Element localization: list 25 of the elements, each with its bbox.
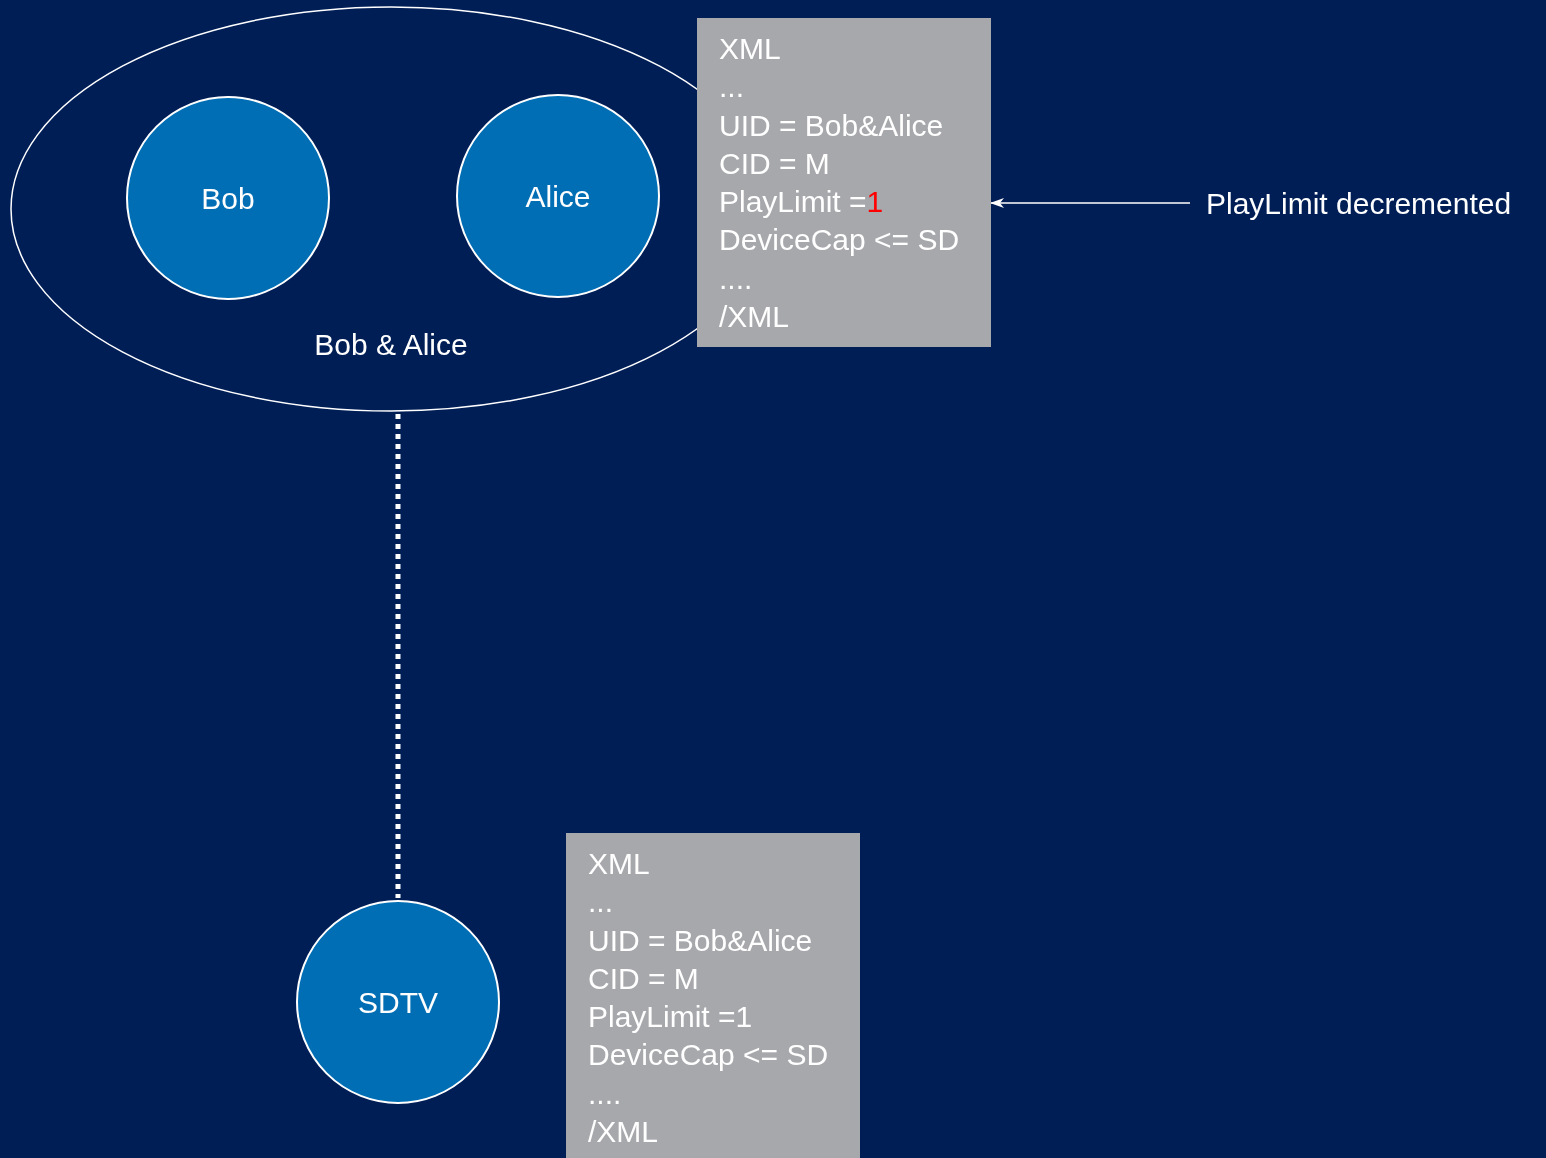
dotted-line: [395, 414, 401, 898]
xml-line: /XML: [588, 1114, 660, 1151]
xml-line: PlayLimit =1: [719, 184, 885, 221]
xml-line: UID = Bob&Alice: [588, 922, 814, 959]
xml-line: DeviceCap <= SD: [719, 222, 961, 259]
xml-box: [566, 833, 860, 1158]
xml-line: ....: [719, 260, 754, 297]
circle-label: Bob: [201, 180, 255, 217]
xml-line: DeviceCap <= SD: [588, 1037, 830, 1074]
xml-line: CID = M: [719, 145, 831, 182]
group-label: Bob & Alice: [313, 327, 469, 363]
xml-line: UID = Bob&Alice: [719, 107, 945, 144]
arrow: [990, 198, 1191, 208]
annotation-text: PlayLimit decremented: [1206, 185, 1512, 222]
circle-label: Alice: [525, 178, 591, 215]
xml-line: CID = M: [588, 960, 700, 997]
xml-line: XML: [588, 846, 651, 882]
xml-line: ...: [719, 69, 745, 106]
xml-line: XML: [719, 31, 782, 67]
xml-line: PlayLimit =1: [588, 999, 754, 1036]
circle-label: SDTV: [358, 984, 438, 1021]
xml-line: /XML: [719, 299, 791, 336]
xml-line: ....: [588, 1075, 623, 1112]
xml-box: [697, 18, 991, 347]
xml-line: ...: [588, 884, 614, 921]
